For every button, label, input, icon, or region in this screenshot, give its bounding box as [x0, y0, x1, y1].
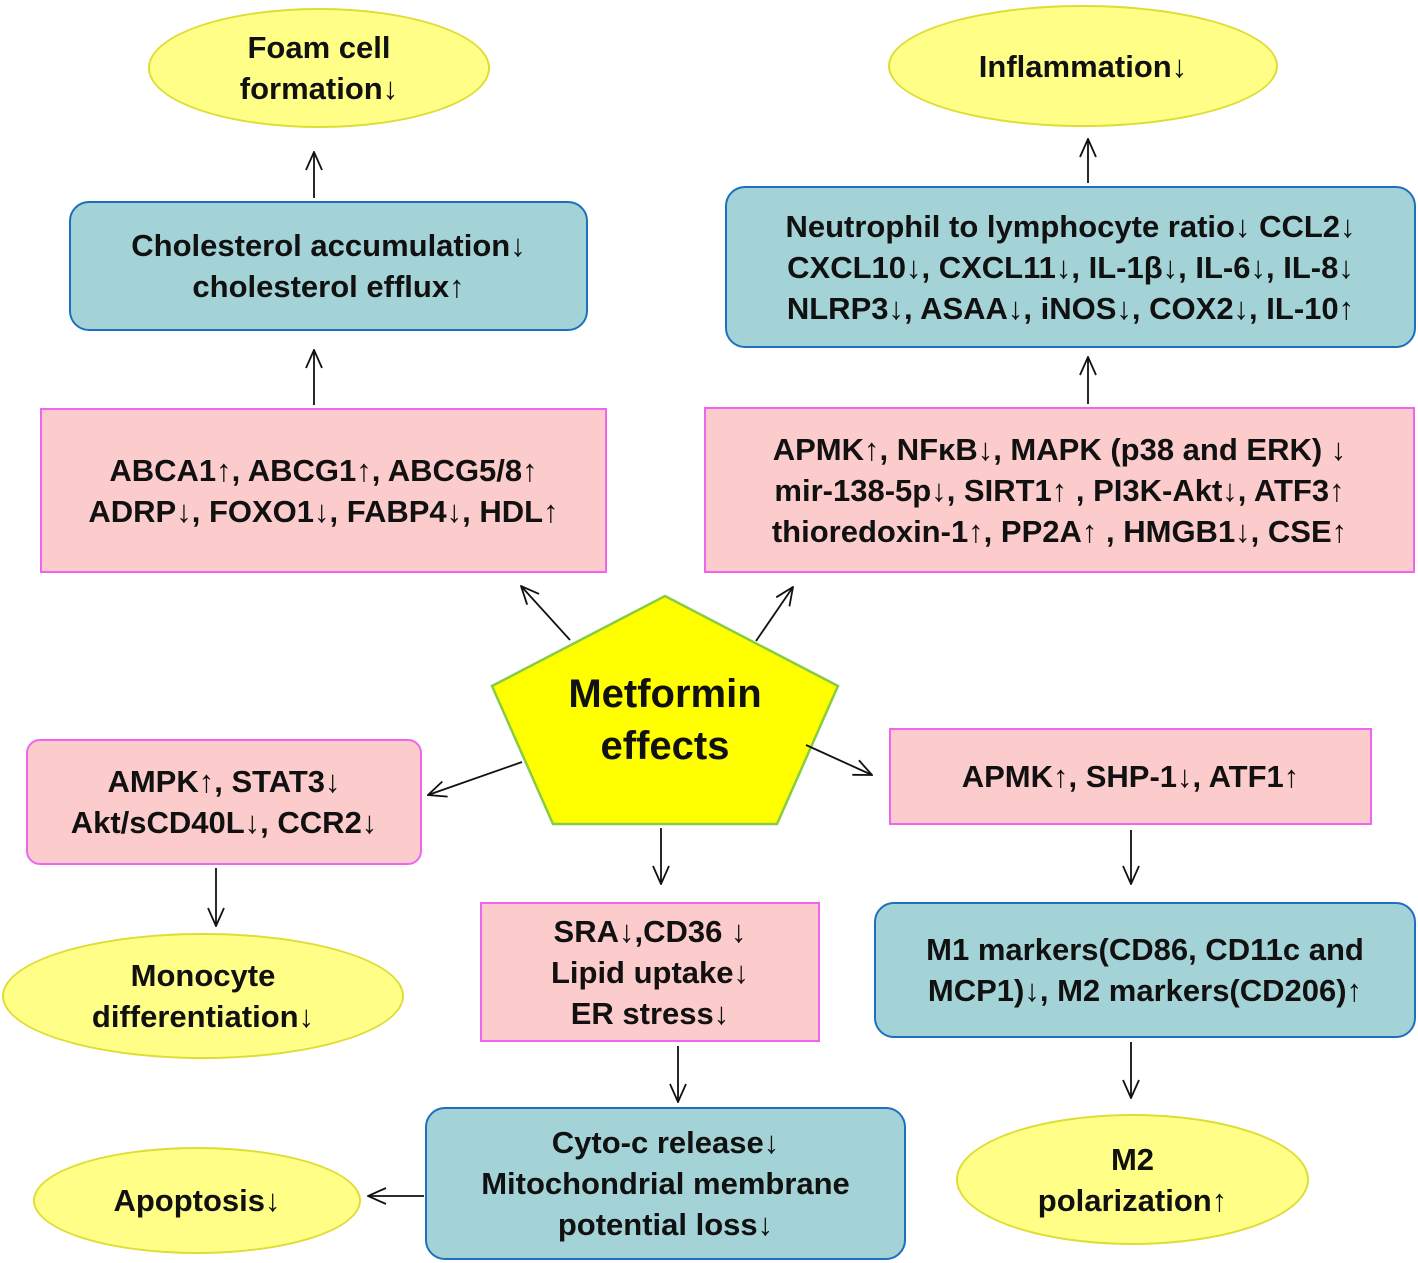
foam-cell-node: Foam cell formation↓	[148, 8, 490, 128]
node-line: polarization↑	[1037, 1182, 1228, 1218]
apmk-shp-node: APMK↑, SHP-1↓, ATF1↑	[889, 728, 1372, 825]
node-line: AMPK↑, STAT3↓	[107, 764, 341, 799]
node-line: MCP1)↓, M2 markers(CD206)↑	[927, 973, 1363, 1008]
node-line: Inflammation↓	[978, 48, 1188, 84]
node-line: formation↓	[239, 71, 399, 106]
node-line: Lipid uptake↓	[550, 954, 750, 990]
node-line: Apoptosis↓	[113, 1183, 281, 1218]
node-line: APMK↑, NFκB↓, MAPK (p38 and ERK) ↓	[772, 431, 1347, 467]
node-line: APMK↑, SHP-1↓, ATF1↑	[961, 759, 1300, 794]
apmk-nfkb-node: APMK↑, NFκB↓, MAPK (p38 and ERK) ↓ mir-1…	[704, 407, 1415, 573]
node-line: differentiation↓	[91, 999, 315, 1034]
markers-node: M1 markers(CD86, CD11c and MCP1)↓, M2 ma…	[874, 902, 1416, 1038]
inflammation-node: Inflammation↓	[888, 5, 1278, 127]
center-line: effects	[600, 724, 730, 768]
node-line: ADRP↓, FOXO1↓, FABP4↓, HDL↑	[88, 493, 559, 529]
node-line: Cyto-c release↓	[551, 1125, 780, 1160]
node-line: ABCA1↑, ABCG1↑, ABCG5/8↑	[109, 452, 538, 488]
monocyte-node: Monocyte differentiation↓	[2, 933, 404, 1059]
node-line: M2	[1110, 1141, 1155, 1177]
center-line: Metformin	[568, 672, 762, 716]
node-line: NLRP3↓, ASAA↓, iNOS↓, COX2↓, IL-10↑	[786, 290, 1355, 326]
node-line: Akt/sCD40L↓, CCR2↓	[70, 805, 378, 840]
cytokines-node: Neutrophil to lymphocyte ratio↓ CCL2↓ CX…	[725, 186, 1416, 348]
arrow-center-to-ampk-stat3	[428, 761, 523, 795]
metformin-effects-label: Metformin effects	[492, 668, 838, 772]
arrow-center-to-apmk-nfkb	[755, 587, 793, 642]
node-line: Monocyte	[130, 958, 276, 993]
arrow-center-to-abca	[521, 586, 571, 641]
node-line: cholesterol efflux↑	[192, 269, 465, 304]
metformin-pentagon	[490, 594, 840, 826]
node-line: CXCL10↓, CXCL11↓, IL-1β↓, IL-6↓, IL-8↓	[787, 249, 1354, 285]
node-line: ER stress↓	[570, 995, 730, 1031]
cholesterol-node: Cholesterol accumulation↓ cholesterol ef…	[69, 201, 588, 331]
node-line: thioredoxin-1↑, PP2A↑ , HMGB1↓, CSE↑	[771, 513, 1348, 549]
abca-node: ABCA1↑, ABCG1↑, ABCG5/8↑ ADRP↓, FOXO1↓, …	[40, 408, 607, 573]
sra-node: SRA↓,CD36 ↓ Lipid uptake↓ ER stress↓	[480, 902, 820, 1042]
node-line: mir-138-5p↓, SIRT1↑ , PI3K-Akt↓, ATF3↑	[774, 472, 1345, 508]
cyto-node: Cyto-c release↓ Mitochondrial membrane p…	[425, 1107, 906, 1260]
node-line: Cholesterol accumulation↓	[131, 228, 526, 263]
node-line: potential loss↓	[557, 1207, 774, 1242]
arrows	[216, 139, 1131, 1196]
node-line: Neutrophil to lymphocyte ratio↓ CCL2↓	[785, 208, 1356, 244]
apoptosis-node: Apoptosis↓	[33, 1147, 361, 1254]
arrow-center-to-apmk-shp	[805, 744, 872, 775]
node-line: Mitochondrial membrane	[481, 1166, 850, 1201]
node-line: M1 markers(CD86, CD11c and	[926, 932, 1364, 967]
node-line: SRA↓,CD36 ↓	[553, 913, 747, 949]
node-line: Foam cell	[247, 30, 391, 65]
ampk-stat3-node: AMPK↑, STAT3↓ Akt/sCD40L↓, CCR2↓	[26, 739, 422, 865]
m2-polarization-node: M2 polarization↑	[956, 1114, 1309, 1245]
